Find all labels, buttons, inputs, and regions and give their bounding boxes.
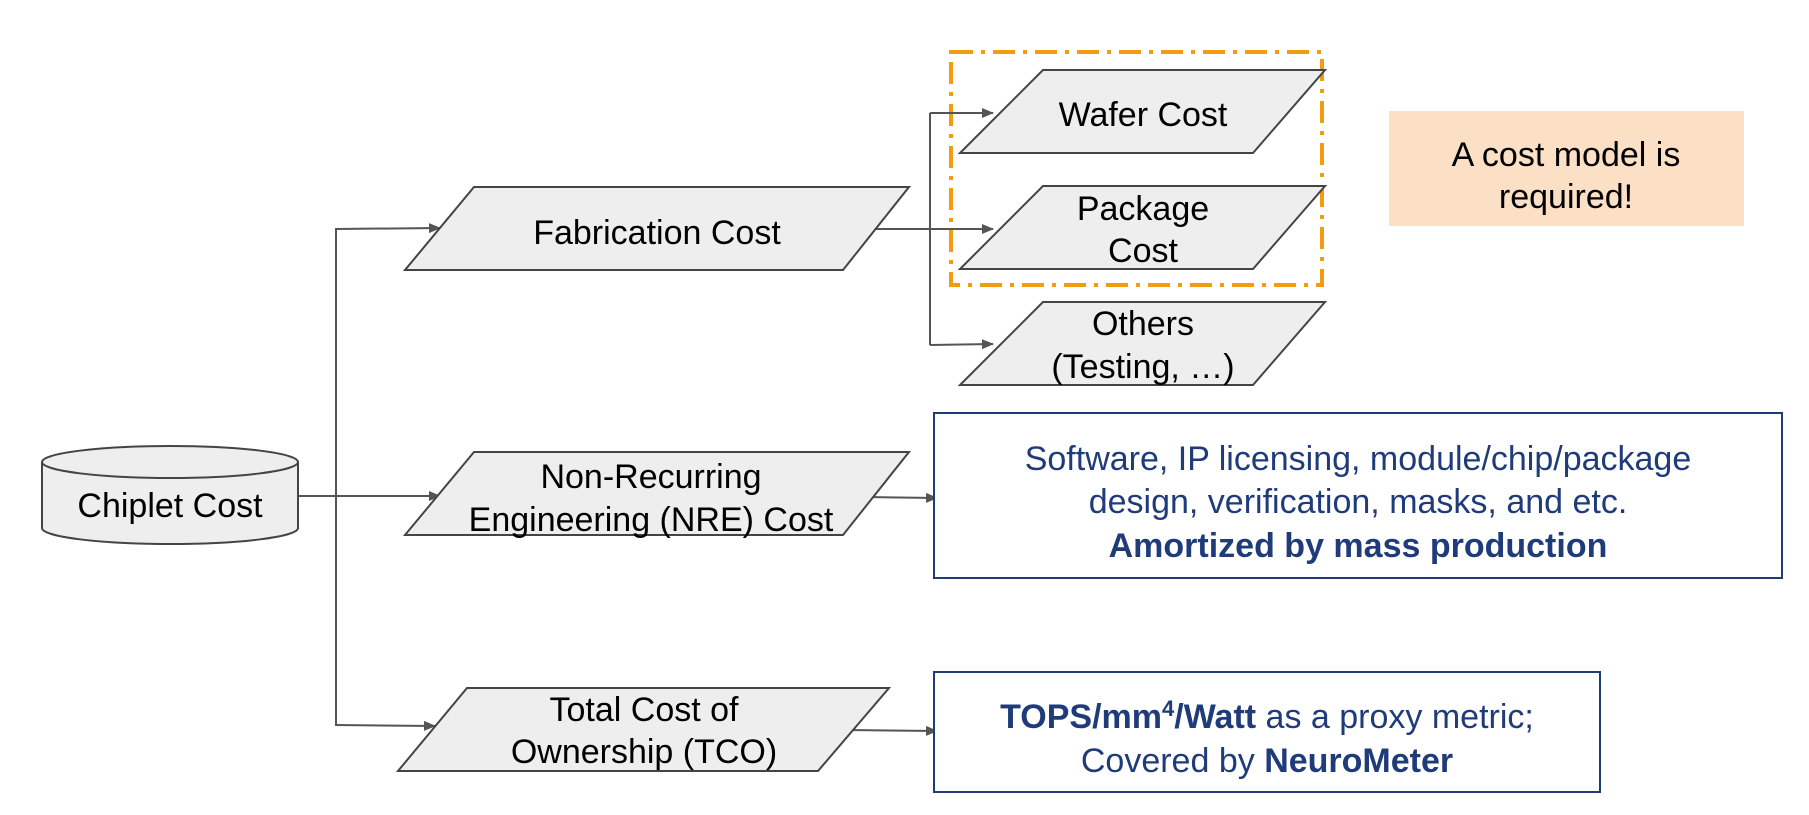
- cost-model-callout: A cost model is required!: [1389, 111, 1744, 226]
- nre-desc-line1: Software, IP licensing, module/chip/pack…: [1025, 440, 1692, 478]
- tco-line1: Total Cost of: [550, 691, 740, 729]
- nre-description: Software, IP licensing, module/chip/pack…: [933, 412, 1783, 579]
- tco-node: Total Cost of Ownership (TCO): [395, 687, 892, 772]
- package-cost-line2: Cost: [1108, 232, 1178, 270]
- wafer-cost-node: Wafer Cost: [957, 69, 1328, 154]
- chiplet-cost-label: Chiplet Cost: [77, 487, 263, 525]
- nre-line1: Non-Recurring: [540, 458, 761, 496]
- connectors: [297, 108, 994, 736]
- wafer-cost-label: Wafer Cost: [1059, 96, 1228, 134]
- package-cost-node: Package Cost: [957, 185, 1328, 270]
- fabrication-cost-node: Fabrication Cost: [402, 186, 912, 271]
- chiplet-cost-node: Chiplet Cost: [41, 445, 299, 545]
- highlight-box: [949, 50, 1324, 287]
- others-cost-node: Others (Testing, …): [957, 301, 1328, 386]
- tco-desc-line2: Covered by NeuroMeter: [1081, 742, 1453, 780]
- fabrication-cost-label: Fabrication Cost: [533, 214, 781, 252]
- others-line1: Others: [1092, 305, 1194, 343]
- nre-line2: Engineering (NRE) Cost: [469, 501, 834, 539]
- callout-line1: A cost model is: [1452, 136, 1681, 174]
- package-cost-line1: Package: [1077, 190, 1209, 228]
- tco-line2: Ownership (TCO): [511, 733, 777, 771]
- nre-desc-line3: Amortized by mass production: [1109, 527, 1608, 565]
- nre-cost-node: Non-Recurring Engineering (NRE) Cost: [402, 451, 912, 539]
- tco-desc-line1: TOPS/mm4/Watt as a proxy metric;: [1000, 696, 1534, 736]
- callout-line2: required!: [1499, 178, 1633, 216]
- nre-desc-line2: design, verification, masks, and etc.: [1089, 483, 1628, 521]
- tco-description: TOPS/mm4/Watt as a proxy metric; Covered…: [933, 671, 1601, 793]
- others-line2: (Testing, …): [1051, 348, 1234, 386]
